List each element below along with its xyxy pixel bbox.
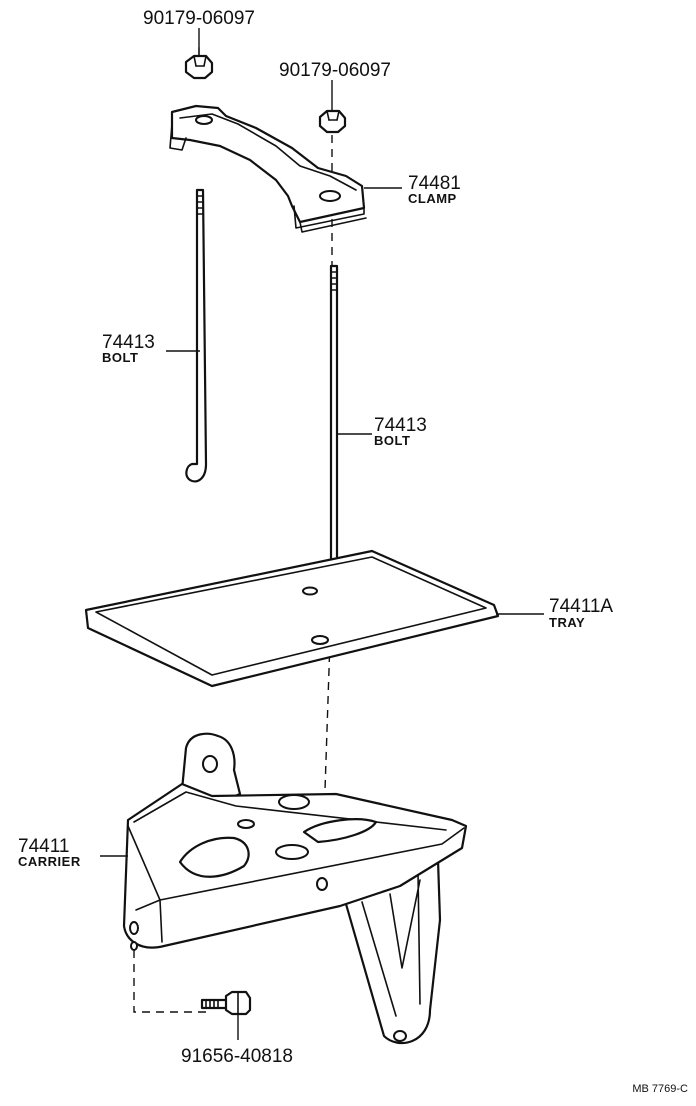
nut-left-number: 90179-06097	[143, 8, 255, 29]
carrier	[122, 732, 468, 1045]
nut-left	[184, 47, 214, 80]
tray-name: TRAY	[549, 615, 585, 630]
bolt-right-number: 74413	[374, 415, 427, 436]
figure-code: MB 7769-C	[632, 1083, 688, 1095]
carrier-bolt-number: 91656-40818	[181, 1046, 293, 1067]
clamp	[169, 104, 367, 233]
clamp-number: 74481	[408, 173, 461, 194]
clamp-name: CLAMP	[408, 191, 457, 206]
bolt-right-name: BOLT	[374, 433, 410, 448]
nut-right	[318, 109, 347, 134]
nut-right-number: 90179-06097	[279, 60, 391, 81]
tray	[84, 549, 500, 688]
carrier-bolt	[200, 990, 252, 1016]
carrier-number: 74411	[18, 836, 69, 857]
tray-number: 74411A	[549, 596, 613, 617]
bolt-left	[185, 188, 208, 483]
carrier-name: CARRIER	[18, 854, 81, 869]
bolt-left-name: BOLT	[102, 350, 138, 365]
bolt-left-number: 74413	[102, 332, 155, 353]
